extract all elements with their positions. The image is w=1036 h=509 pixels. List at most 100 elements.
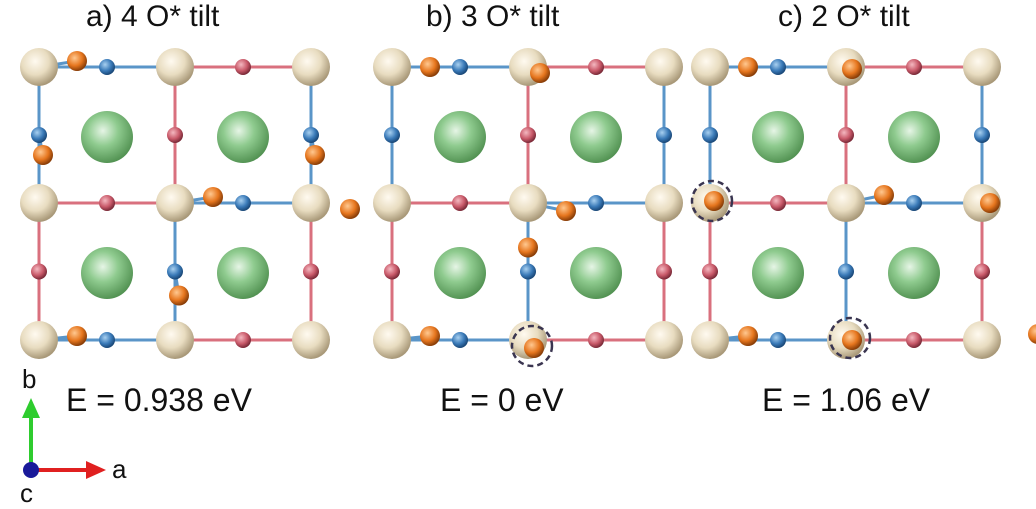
atoms-layer xyxy=(20,48,1036,359)
large-cation-atom xyxy=(156,184,194,222)
panel-title-b: b) 3 O* tilt xyxy=(426,0,560,33)
large-cation-atom xyxy=(20,48,58,86)
tilted-oxygen-atom xyxy=(704,191,724,211)
tilted-oxygen-atom xyxy=(842,59,862,79)
oxygen-atom-blue xyxy=(702,127,718,143)
center-cation-atom xyxy=(81,247,133,299)
large-cation-atom xyxy=(373,184,411,222)
oxygen-atom-blue xyxy=(520,263,536,280)
large-cation-atom xyxy=(292,184,330,222)
center-cation-atom xyxy=(752,247,804,299)
oxygen-atom-red xyxy=(974,263,990,280)
axis-label-b: b xyxy=(22,364,37,394)
tilted-oxygen-atom xyxy=(67,326,87,346)
center-cation-atom xyxy=(217,111,269,163)
large-cation-atom xyxy=(963,48,1001,86)
oxygen-atom-blue xyxy=(384,127,400,143)
oxygen-atom-blue xyxy=(167,263,183,280)
oxygen-atom-blue xyxy=(303,127,319,143)
oxygen-atom-red xyxy=(520,127,536,143)
oxygen-atom-blue xyxy=(99,59,115,75)
tilted-oxygen-atom xyxy=(1028,324,1036,344)
oxygen-atom-red xyxy=(167,127,183,143)
oxygen-atom-blue xyxy=(974,127,990,143)
oxygen-atom-blue xyxy=(99,332,115,348)
oxygen-atom-blue xyxy=(906,195,922,211)
large-cation-atom xyxy=(292,321,330,359)
tilted-oxygen-atom xyxy=(530,63,550,83)
oxygen-atom-red xyxy=(770,195,786,211)
large-cation-atom xyxy=(156,321,194,359)
panel-title-a: a) 4 O* tilt xyxy=(86,0,220,33)
tilted-oxygen-atom xyxy=(340,199,360,219)
large-cation-atom xyxy=(20,184,58,222)
energy-label-a: E = 0.938 eV xyxy=(66,382,252,418)
oxygen-atom-red xyxy=(235,332,251,348)
tilted-oxygen-atom xyxy=(980,193,1000,213)
center-cation-atom xyxy=(888,247,940,299)
axis-label-a: a xyxy=(112,454,127,484)
center-cation-atom xyxy=(752,111,804,163)
center-cation-atom xyxy=(81,111,133,163)
large-cation-atom xyxy=(691,321,729,359)
center-cation-atom xyxy=(570,111,622,163)
oxygen-atom-red xyxy=(235,59,251,75)
large-cation-atom xyxy=(827,184,865,222)
large-cation-atom xyxy=(963,321,1001,359)
tilted-oxygen-atom xyxy=(524,338,544,358)
highlight-circle xyxy=(690,179,734,223)
center-cation-atom xyxy=(434,111,486,163)
oxygen-atom-blue xyxy=(770,332,786,348)
tilted-oxygen-atom xyxy=(33,145,53,165)
large-cation-atom xyxy=(292,48,330,86)
large-cation-atom xyxy=(156,48,194,86)
large-cation-atom xyxy=(645,48,683,86)
oxygen-atom-red xyxy=(452,195,468,211)
oxygen-atom-red xyxy=(906,59,922,75)
oxygen-atom-blue xyxy=(588,195,604,211)
oxygen-atom-blue xyxy=(656,127,672,143)
oxygen-atom-blue xyxy=(452,332,468,348)
energy-label-b: E = 0 eV xyxy=(440,382,564,418)
oxygen-atom-red xyxy=(906,332,922,348)
axes-indicator xyxy=(22,398,106,479)
oxygen-atom-red xyxy=(588,59,604,75)
center-cation-atom xyxy=(434,247,486,299)
oxygen-atom-blue xyxy=(770,59,786,75)
oxygen-atom-red xyxy=(384,263,400,280)
tilted-oxygen-atom xyxy=(67,51,87,71)
energy-label-c: E = 1.06 eV xyxy=(762,382,931,418)
oxygen-atom-red xyxy=(31,263,47,280)
large-cation-atom xyxy=(691,48,729,86)
large-cation-atom xyxy=(373,48,411,86)
tilted-oxygen-atom xyxy=(874,185,894,205)
large-cation-atom xyxy=(509,184,547,222)
oxygen-atom-red xyxy=(588,332,604,348)
large-cation-atom xyxy=(645,321,683,359)
tilted-oxygen-atom xyxy=(738,57,758,77)
tilted-oxygen-atom xyxy=(420,57,440,77)
highlight-layer xyxy=(510,179,872,368)
tilted-oxygen-atom xyxy=(556,201,576,221)
highlight-circle xyxy=(510,324,554,368)
tilted-oxygen-atom xyxy=(305,145,325,165)
tilted-oxygen-atom xyxy=(518,237,538,258)
panel-title-c: c) 2 O* tilt xyxy=(778,0,910,33)
center-cation-atom xyxy=(888,111,940,163)
axis-label-c: c xyxy=(20,478,33,508)
tilted-oxygen-atom xyxy=(420,326,440,346)
tilted-oxygen-atom xyxy=(738,326,758,346)
center-cation-atom xyxy=(570,247,622,299)
oxygen-atom-blue xyxy=(452,59,468,75)
oxygen-atom-red xyxy=(656,263,672,280)
large-cation-atom xyxy=(20,321,58,359)
oxygen-atom-blue xyxy=(838,263,854,280)
tilted-oxygen-atom xyxy=(203,187,223,207)
tilted-oxygen-atom xyxy=(842,330,862,350)
highlight-circle xyxy=(828,316,872,360)
oxygen-atom-red xyxy=(702,263,718,280)
oxygen-atom-red xyxy=(99,195,115,211)
oxygen-atom-blue xyxy=(31,127,47,143)
